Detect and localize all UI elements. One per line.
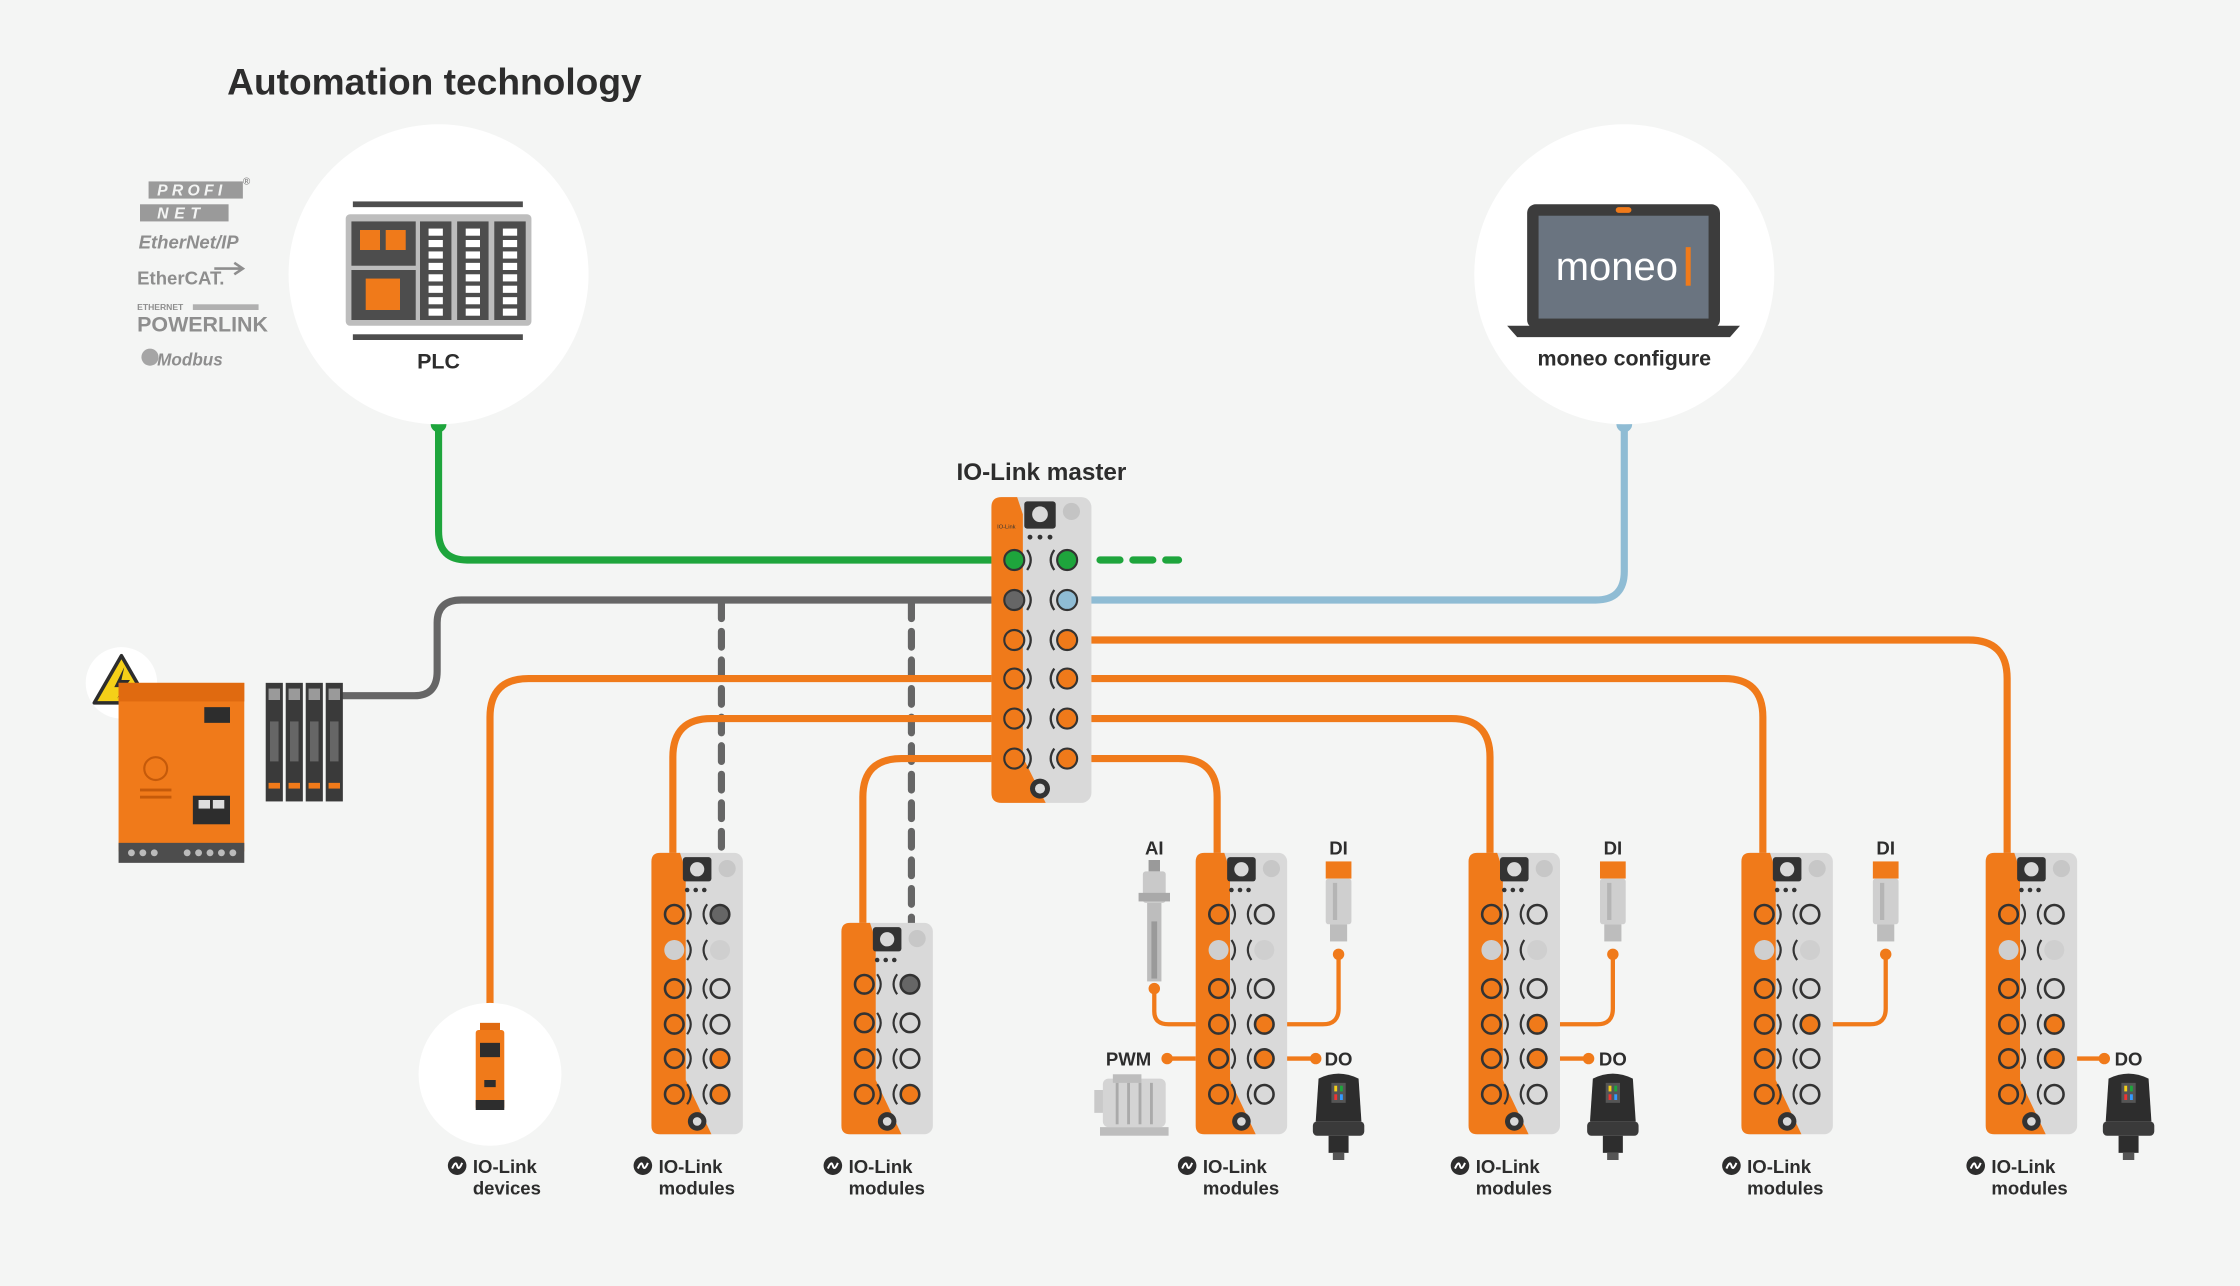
io-link-icon bbox=[1966, 1156, 1985, 1175]
svg-text:PWM: PWM bbox=[1106, 1049, 1151, 1070]
io-link-icon bbox=[1177, 1156, 1197, 1175]
io-link-module bbox=[1195, 852, 1288, 1135]
moneo-label: moneo configure bbox=[1537, 347, 1711, 371]
svg-text:IO-Link: IO-Link bbox=[473, 1156, 538, 1177]
svg-text:DI: DI bbox=[1876, 837, 1895, 858]
ethernet-ip-logo: EtherNet/IP bbox=[139, 232, 240, 253]
cable-to-module-4 bbox=[1063, 714, 1494, 918]
cable-to-module-5 bbox=[1063, 674, 1767, 918]
cable-to-device bbox=[486, 674, 1018, 1008]
svg-text:modules: modules bbox=[1991, 1177, 2067, 1198]
svg-text:POWERLINK: POWERLINK bbox=[137, 312, 268, 336]
di-sensor: DI bbox=[1325, 837, 1352, 942]
io-link-icon bbox=[447, 1156, 467, 1175]
svg-text:DO: DO bbox=[1599, 1049, 1627, 1070]
svg-text:PROFI: PROFI bbox=[157, 183, 226, 200]
io-link-module bbox=[1741, 852, 1833, 1135]
signal-lamp-icon bbox=[2102, 1073, 2155, 1160]
power-cable bbox=[339, 596, 1018, 700]
io-link-master: IO-Link master IO-Link bbox=[956, 459, 1127, 803]
di-sensor: DI bbox=[1599, 837, 1626, 942]
svg-text:DI: DI bbox=[1604, 837, 1623, 858]
plc-label: PLC bbox=[417, 350, 460, 374]
page-title: Automation technology bbox=[227, 60, 642, 102]
do-signal-lamp: DO bbox=[1587, 1049, 1639, 1160]
signal-lamp-icon bbox=[1312, 1073, 1365, 1160]
cable-to-module-2 bbox=[859, 754, 1018, 988]
io-link-icon bbox=[1722, 1156, 1741, 1175]
plc-node: PLC bbox=[288, 124, 589, 425]
di-wire-3 bbox=[1809, 952, 1888, 1027]
powerlink-logo: ETHERNET POWERLINK bbox=[137, 302, 268, 336]
protocol-logos: PROFI NET ® EtherNet/IP EtherCAT. ETHERN… bbox=[137, 176, 268, 369]
di-wire-2 bbox=[1536, 952, 1615, 1027]
motor-icon bbox=[1094, 1074, 1169, 1136]
pwm-motor: PWM bbox=[1094, 1049, 1169, 1136]
modbus-logo: Modbus bbox=[141, 348, 223, 370]
svg-text:AI: AI bbox=[1145, 837, 1164, 858]
di-wire-1 bbox=[1263, 952, 1341, 1027]
svg-text:modules: modules bbox=[659, 1177, 735, 1198]
moneo-node: moneo moneo configure bbox=[1474, 124, 1775, 425]
svg-text:DO: DO bbox=[2115, 1049, 2143, 1070]
plc-cable bbox=[434, 420, 1018, 564]
svg-text:IO-Link: IO-Link bbox=[849, 1156, 914, 1177]
power-supply-icon bbox=[118, 682, 343, 863]
ethercat-logo: EtherCAT. bbox=[137, 261, 246, 288]
svg-text:devices: devices bbox=[473, 1177, 541, 1198]
ai-terminal bbox=[1148, 982, 1160, 995]
io-link-device bbox=[418, 1002, 562, 1146]
di-sensor: DI bbox=[1872, 837, 1899, 942]
moneo-screen-text: moneo bbox=[1556, 245, 1678, 289]
ai-sensor: AI bbox=[1138, 837, 1170, 982]
svg-text:IO-Link: IO-Link bbox=[1991, 1156, 2056, 1177]
profinet-logo: PROFI NET ® bbox=[139, 176, 251, 223]
svg-text:IO-Link: IO-Link bbox=[1476, 1156, 1541, 1177]
power-supply bbox=[85, 647, 343, 863]
cable-to-module-3 bbox=[1063, 754, 1221, 918]
io-link-module bbox=[1985, 852, 2078, 1135]
plc-icon bbox=[345, 201, 532, 340]
sensor-icon bbox=[475, 1022, 505, 1110]
do-signal-lamp: DO bbox=[1312, 1049, 1365, 1160]
svg-text:®: ® bbox=[243, 176, 251, 187]
cable-to-module-1 bbox=[669, 714, 1018, 918]
io-link-icon bbox=[823, 1156, 843, 1175]
io-link-module bbox=[651, 852, 743, 1135]
do-signal-lamp: DO bbox=[2102, 1049, 2155, 1160]
svg-text:EtherCAT.: EtherCAT. bbox=[137, 267, 224, 288]
svg-text:modules: modules bbox=[849, 1177, 925, 1198]
ai-wire bbox=[1152, 986, 1268, 1027]
svg-text:IO-Link: IO-Link bbox=[997, 525, 1016, 531]
svg-text:modules: modules bbox=[1203, 1177, 1279, 1198]
svg-text:Modbus: Modbus bbox=[157, 350, 223, 370]
laptop-icon: moneo bbox=[1507, 204, 1740, 338]
svg-text:ETHERNET: ETHERNET bbox=[137, 302, 184, 312]
master-label: IO-Link master bbox=[956, 459, 1126, 486]
signal-lamp-icon bbox=[1587, 1073, 1639, 1160]
io-link-icon bbox=[1450, 1156, 1470, 1175]
io-link-module bbox=[841, 922, 933, 1135]
svg-text:NET: NET bbox=[157, 206, 206, 223]
svg-text:IO-Link: IO-Link bbox=[1747, 1156, 1812, 1177]
svg-text:modules: modules bbox=[1747, 1177, 1823, 1198]
io-link-module bbox=[1468, 852, 1560, 1135]
io-link-icon bbox=[633, 1156, 653, 1175]
moneo-cable bbox=[1063, 420, 1628, 604]
svg-text:modules: modules bbox=[1476, 1177, 1552, 1198]
svg-text:DI: DI bbox=[1329, 837, 1348, 858]
svg-text:DO: DO bbox=[1325, 1049, 1353, 1070]
cable-to-module-6 bbox=[1063, 636, 2011, 918]
svg-text:IO-Link: IO-Link bbox=[1203, 1156, 1268, 1177]
svg-text:IO-Link: IO-Link bbox=[659, 1156, 724, 1177]
